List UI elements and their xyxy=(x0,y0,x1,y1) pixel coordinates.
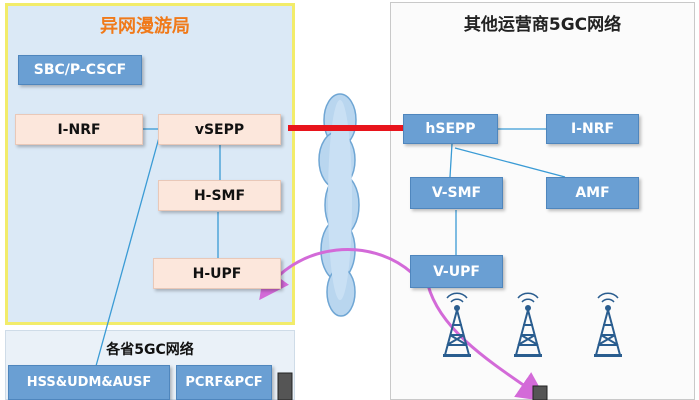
sbc-pcscf-node[interactable]: SBC/P-CSCF xyxy=(18,55,142,85)
base-station-icon xyxy=(514,292,542,357)
vsepp-node[interactable]: vSEPP xyxy=(158,114,281,145)
h-smf-node[interactable]: H-SMF xyxy=(158,180,281,211)
amf-node[interactable]: AMF xyxy=(546,177,639,209)
i-nrf-node-roaming[interactable]: I-NRF xyxy=(15,114,143,145)
other-operator-title: 其他运营商5GC网络 xyxy=(463,15,622,35)
base-station-icon xyxy=(594,292,622,357)
roaming-network-title: 异网漫游局 xyxy=(100,16,190,37)
hsepp-node[interactable]: hSEPP xyxy=(403,114,498,144)
h-upf-node[interactable]: H-UPF xyxy=(153,258,281,289)
user-plane-arrow-hupf xyxy=(259,248,413,301)
terminal-icon xyxy=(532,385,548,400)
link-hsepp-amf xyxy=(454,147,566,178)
link-vsepp-hss xyxy=(95,133,161,367)
cloud-icon xyxy=(318,93,360,317)
provincial-network-title: 各省5GC网络 xyxy=(106,342,194,358)
base-station-icon xyxy=(443,292,471,357)
pcrf-pcf-node[interactable]: PCRF&PCF xyxy=(176,365,272,400)
hss-udm-ausf-node[interactable]: HSS&UDM&AUSF xyxy=(8,365,170,400)
i-nrf-node-other[interactable]: I-NRF xyxy=(546,114,639,144)
v-smf-node[interactable]: V-SMF xyxy=(410,177,503,209)
server-icon xyxy=(277,372,293,400)
user-plane-arrow-ue xyxy=(426,284,548,400)
link-hsepp-vsmf xyxy=(449,143,453,178)
v-upf-node[interactable]: V-UPF xyxy=(410,255,503,288)
